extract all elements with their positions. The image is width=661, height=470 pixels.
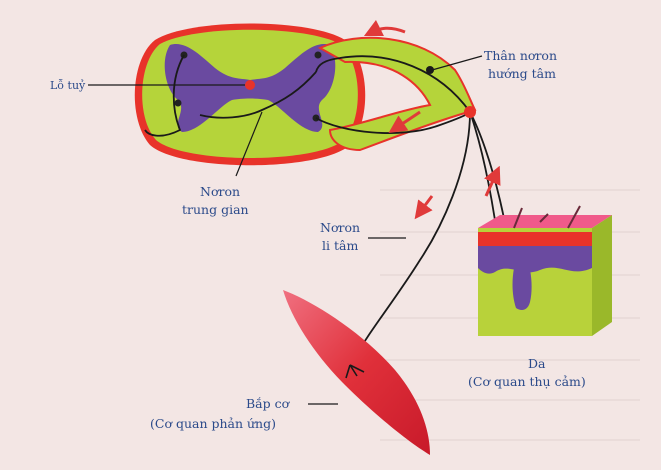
- label-interneuron-line2: trung gian: [182, 202, 249, 217]
- skin-purple-layer: [478, 246, 592, 274]
- label-motor-neuron-line2: li tâm: [322, 238, 358, 253]
- label-muscle-line2: (Cơ quan phản ứng): [150, 416, 276, 431]
- label-muscle-line1: Bắp cơ: [246, 396, 291, 411]
- label-motor-neuron-line1: Nơron: [320, 220, 360, 235]
- label-skin-line1: Da: [528, 356, 546, 371]
- skin-block: [478, 206, 612, 336]
- arrow-left-down: [420, 196, 432, 212]
- neuron-dot: [315, 52, 322, 59]
- label-skin-line2: (Cơ quan thụ cảm): [468, 374, 586, 389]
- central-canal: [245, 80, 255, 90]
- muscle: [283, 290, 430, 455]
- label-sensory-body-line2: hướng tâm: [488, 66, 556, 81]
- label-sensory-body-line1: Thân nơron: [484, 48, 557, 63]
- neuron-dot: [175, 100, 182, 107]
- label-interneuron-line1: Nơron: [200, 184, 240, 199]
- label-central-canal: Lỗ tuỷ: [50, 79, 86, 92]
- skin-red-layer: [478, 232, 592, 246]
- arrow-top: [372, 28, 405, 32]
- nerve-junction: [464, 106, 476, 118]
- skin-side-face: [592, 215, 612, 336]
- muscle-belly: [283, 290, 430, 455]
